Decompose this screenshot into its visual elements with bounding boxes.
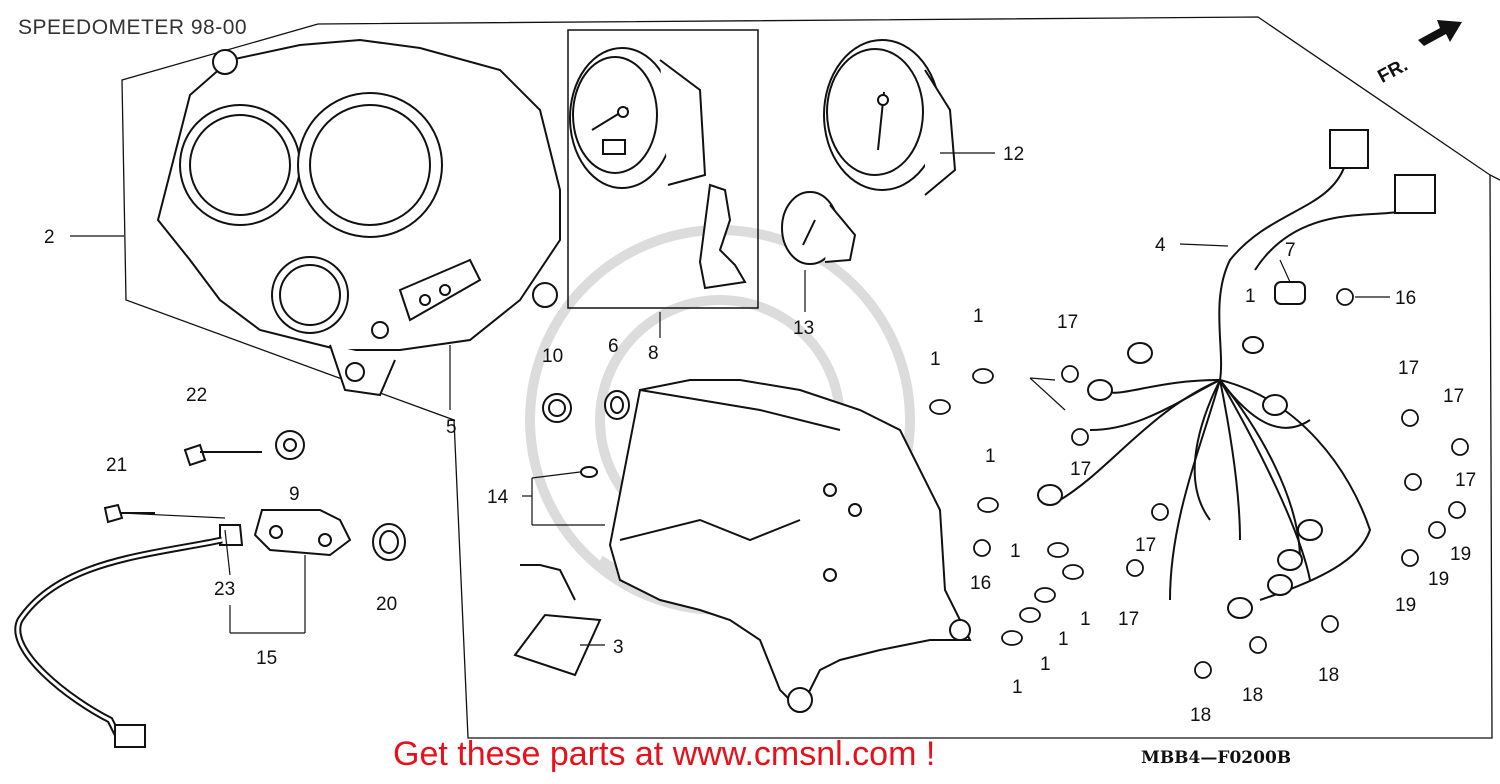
callout-9: 9: [289, 484, 300, 505]
callout-17: 17: [1135, 535, 1156, 556]
callout-17: 17: [1443, 386, 1464, 407]
assembly-frame: [121, 16, 1500, 739]
callout-3: 3: [613, 637, 624, 658]
meter-case: [156, 38, 561, 397]
callout-17: 17: [1057, 312, 1078, 333]
callout-15: 15: [256, 648, 277, 669]
sensor-connector: [114, 724, 146, 748]
callout-1: 1: [1040, 654, 1051, 675]
leader-lines: [70, 152, 1390, 646]
page-title: SPEEDOMETER 98-00: [18, 16, 248, 39]
callout-7: 7: [1285, 240, 1296, 261]
speedometer-gauge: [569, 47, 747, 290]
callout-23: 23: [214, 579, 235, 600]
callout-21: 21: [106, 455, 127, 476]
callout-17: 17: [1398, 358, 1419, 379]
callout-4: 4: [1155, 235, 1166, 256]
front-direction-arrow: FR.: [1375, 20, 1462, 88]
direction-label: FR.: [1375, 55, 1412, 88]
callout-1: 1: [1012, 677, 1023, 698]
callout-10: 10: [542, 346, 563, 367]
tachometer-gauge: [823, 39, 957, 196]
callout-17: 17: [1070, 459, 1091, 480]
callout-1: 1: [930, 349, 941, 370]
callout-5: 5: [446, 417, 457, 438]
harness-connectors: [1037, 129, 1436, 619]
callout-16: 16: [1395, 288, 1416, 309]
callout-17: 17: [1455, 470, 1476, 491]
promo-link-text[interactable]: Get these parts at www.cmsnl.com !: [393, 735, 936, 773]
callout-8: 8: [648, 343, 659, 364]
bulbs-and-screws: [929, 288, 1469, 679]
lower-meter-case: [608, 379, 972, 713]
callout-16: 16: [970, 573, 991, 594]
callout-18: 18: [1318, 665, 1339, 686]
callout-1: 1: [1245, 286, 1256, 307]
small-parts: [103, 390, 630, 677]
callout-2: 2: [44, 227, 55, 248]
callout-18: 18: [1190, 705, 1211, 726]
fuel-gauge: [781, 191, 857, 265]
callout-1: 1: [1080, 609, 1091, 630]
callout-labels: 2 5 8 12 13 10 6 22 21 9 23 15 20 14 3 4…: [44, 144, 1476, 726]
callout-19: 19: [1428, 569, 1449, 590]
callout-14: 14: [487, 487, 509, 508]
callout-12: 12: [1003, 144, 1024, 165]
wire-harness: [1059, 164, 1406, 601]
callout-1: 1: [985, 446, 996, 467]
diagram-code: MBB4—F0200B: [1141, 748, 1292, 768]
callout-1: 1: [1010, 541, 1021, 562]
meter-subassembly-box: [567, 29, 759, 309]
callout-19: 19: [1395, 595, 1416, 616]
callout-19: 19: [1450, 544, 1471, 565]
callout-13: 13: [793, 318, 814, 339]
callout-6: 6: [608, 336, 619, 357]
callout-18: 18: [1242, 685, 1263, 706]
speed-sensor-wire: [14, 536, 223, 742]
callout-1: 1: [1058, 629, 1069, 650]
callout-1: 1: [973, 306, 984, 327]
callout-20: 20: [376, 594, 397, 615]
callout-22: 22: [186, 385, 207, 406]
callout-17: 17: [1118, 609, 1139, 630]
